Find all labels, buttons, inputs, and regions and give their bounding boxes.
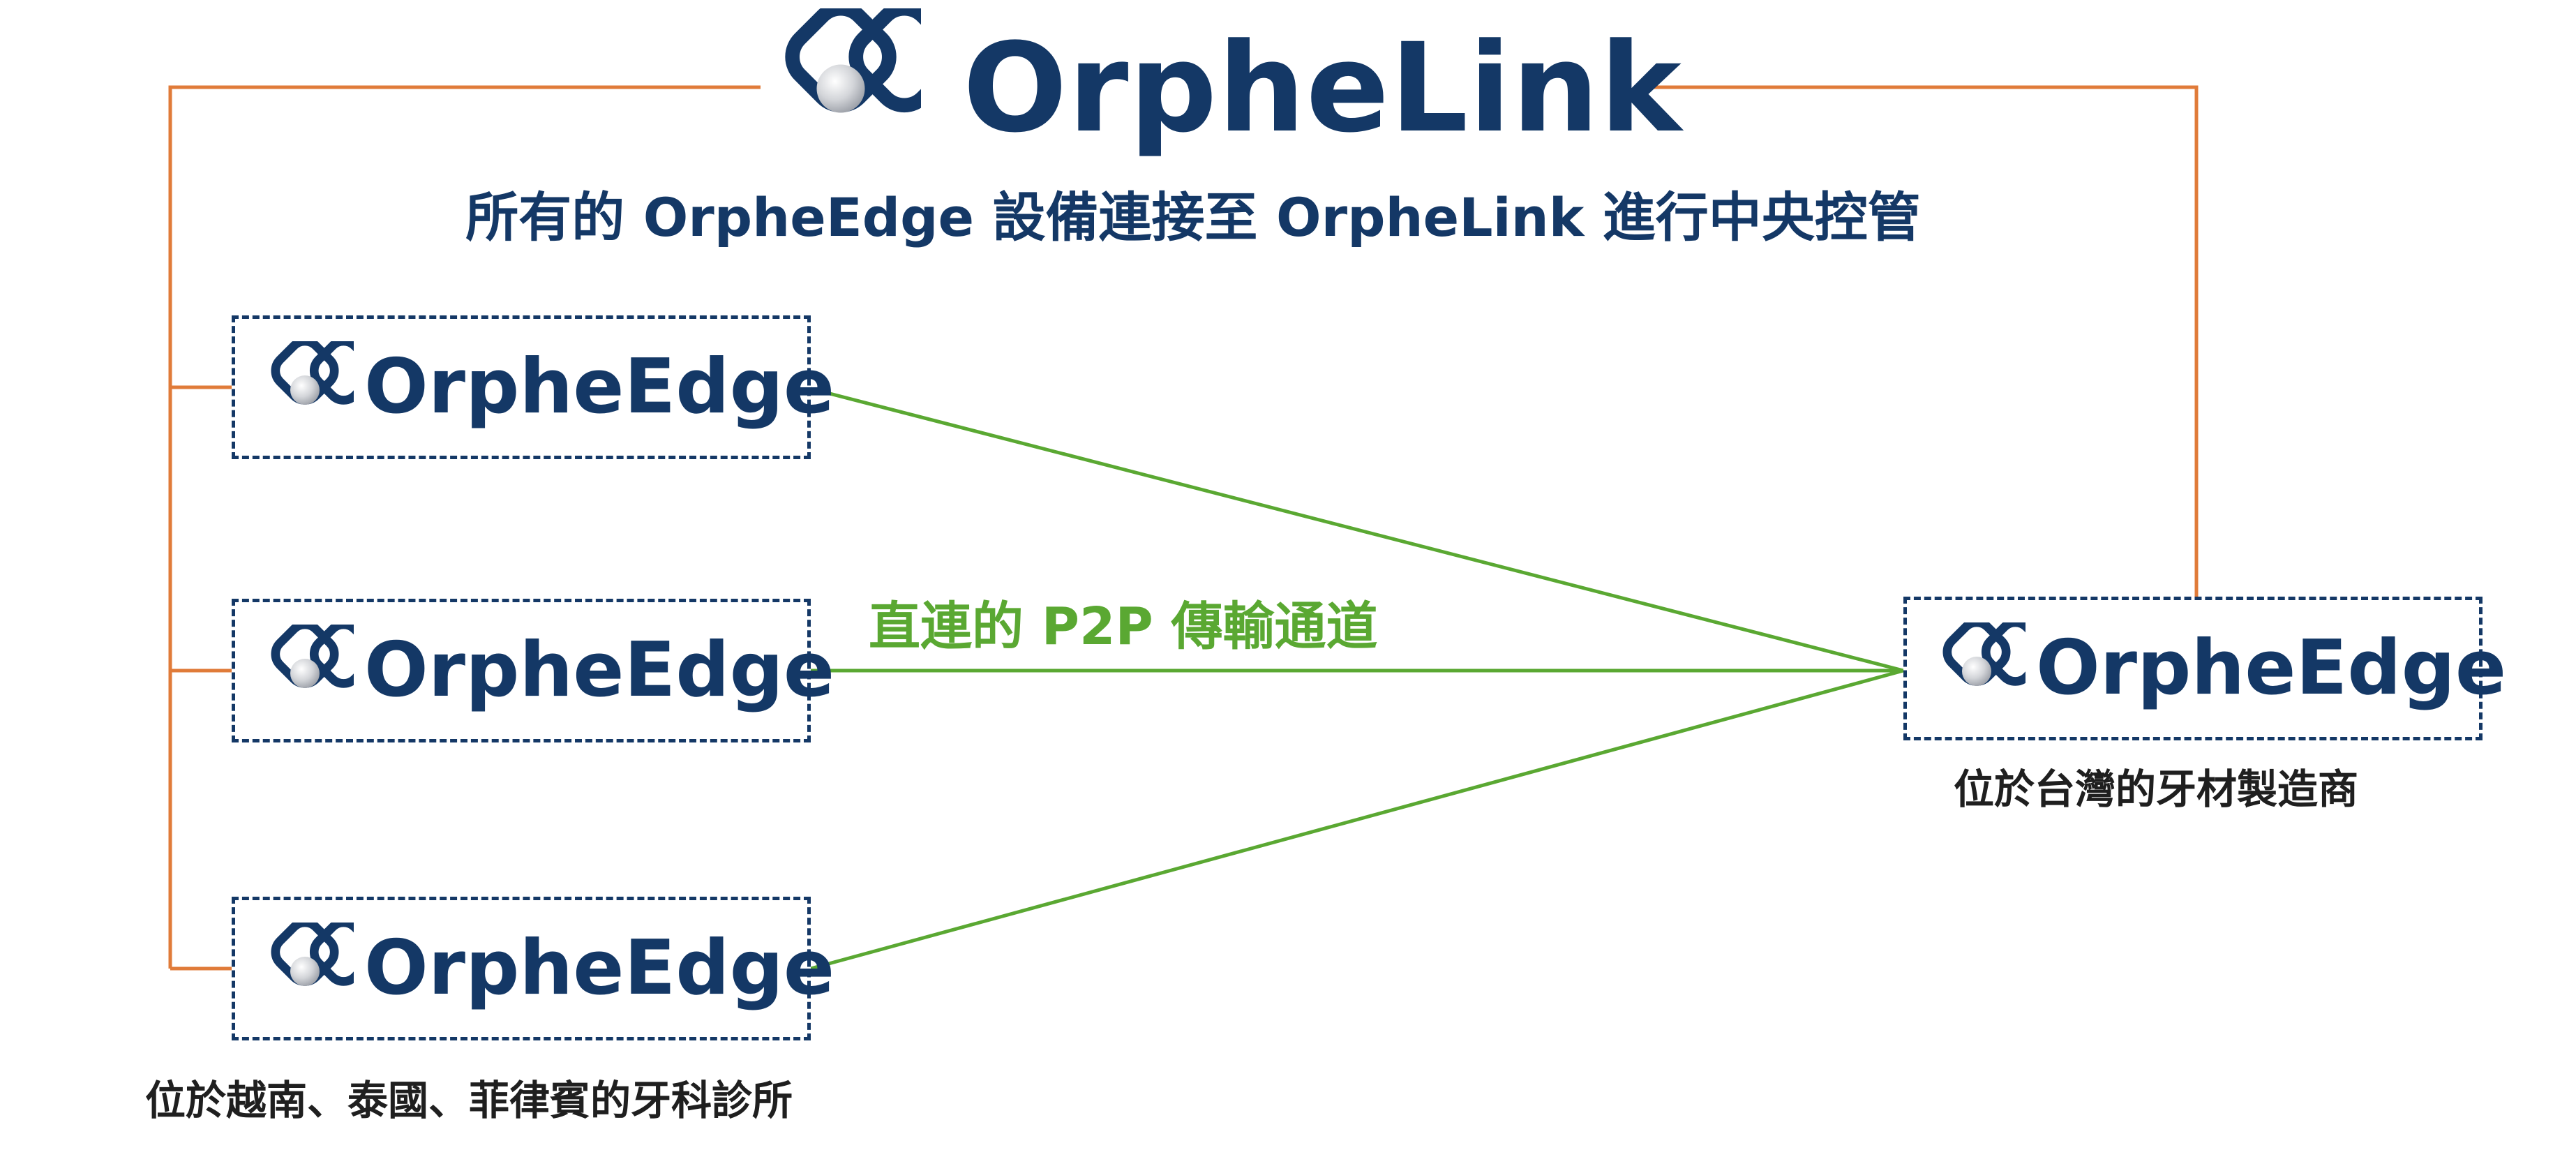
brand-name: OrpheLink xyxy=(963,17,1682,160)
orpheedge-logo-icon xyxy=(256,341,354,439)
clinic-node-3: OrpheEdge xyxy=(232,897,834,1040)
clinic-node-1: OrpheEdge xyxy=(232,315,834,459)
p2p-links xyxy=(810,387,1904,971)
diagram-subtitle: 所有的 OrpheEdge 設備連接至 OrpheLink 進行中央控管 xyxy=(465,186,1921,248)
left-bus-line xyxy=(168,85,761,969)
clinic-node-2: OrpheEdge xyxy=(232,599,834,742)
orphelink-brand: OrpheLink xyxy=(761,8,1682,169)
orpheedge-logo-icon xyxy=(256,923,354,1020)
node-label: OrpheEdge xyxy=(2036,625,2507,712)
orphelink-logo-icon xyxy=(761,8,921,169)
node-label: OrpheEdge xyxy=(364,343,835,431)
node-label: OrpheEdge xyxy=(364,925,835,1012)
manufacturer-caption: 位於台灣的牙材製造商 xyxy=(1954,766,2359,813)
clinic-caption: 位於越南、泰國、菲律賓的牙科診所 xyxy=(145,1077,793,1124)
p2p-link-3 xyxy=(810,669,1904,971)
p2p-channel-label: 直連的 P2P 傳輸通道 xyxy=(869,597,1378,657)
orpheedge-logo-icon xyxy=(256,625,354,722)
management-links xyxy=(168,85,2199,971)
orpheedge-logo-icon xyxy=(1928,622,2025,720)
node-label: OrpheEdge xyxy=(364,627,835,714)
right-bus-line xyxy=(1647,85,2199,597)
manufacturer-node: OrpheEdge xyxy=(1903,597,2506,740)
p2p-link-1 xyxy=(810,387,1904,673)
